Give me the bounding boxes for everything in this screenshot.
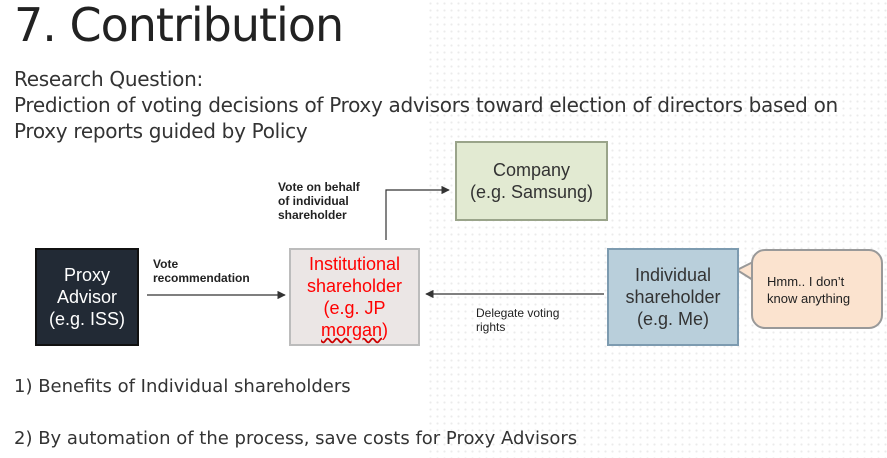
- proxy-advisor-line3: (e.g. ISS): [48, 309, 126, 329]
- edge-label-vote-on-behalf-line1: Vote on behalf: [278, 180, 360, 194]
- speech-bubble: Hmm.. I don’t know anything: [751, 249, 883, 329]
- institutional-shareholder-node: Institutional shareholder (e.g. JP morga…: [289, 248, 420, 346]
- speech-bubble-line1: Hmm.. I don’t: [767, 274, 845, 289]
- individual-line1: Individual: [634, 265, 712, 285]
- edge-label-vote-recommendation: Vote recommendation: [153, 257, 250, 285]
- speech-bubble-line2: know anything: [767, 291, 851, 306]
- company-line1: Company: [492, 160, 571, 180]
- company-node: Company (e.g. Samsung): [455, 141, 608, 221]
- institutional-line2: shareholder: [306, 276, 403, 296]
- proxy-advisor-line1: Proxy: [63, 265, 110, 285]
- proxy-advisor-node: Proxy Advisor (e.g. ISS): [35, 248, 139, 346]
- edge-label-vote-on-behalf-line2: of individual: [278, 194, 349, 208]
- individual-line3: (e.g. Me): [636, 309, 710, 329]
- institutional-line3: (e.g. JP: [323, 298, 386, 318]
- institutional-line4: morgan): [307, 319, 402, 341]
- research-question-label: Research Question:: [14, 67, 203, 91]
- edge-label-delegate-voting-line2: rights: [476, 320, 506, 334]
- institutional-line4-close: ): [382, 320, 389, 340]
- slide-title: 7. Contribution: [14, 0, 344, 52]
- research-question-line1: Prediction of voting decisions of Proxy …: [14, 93, 838, 117]
- edge-label-delegate-voting-line1: Delegate voting: [476, 306, 560, 320]
- edge-label-vote-on-behalf-line3: shareholder: [278, 208, 347, 222]
- bullet-1: 1) Benefits of Individual shareholders: [14, 376, 351, 397]
- bullet-2: 2) By automation of the process, save co…: [14, 428, 578, 449]
- individual-shareholder-node: Individual shareholder (e.g. Me): [607, 248, 739, 346]
- edge-label-vote-recommendation-line1: Vote: [153, 257, 179, 271]
- research-question-line2: Proxy reports guided by Policy: [14, 119, 308, 143]
- edge-label-vote-recommendation-line2: recommendation: [153, 271, 250, 285]
- institutional-line4-word: morgan: [320, 320, 383, 340]
- edge-label-delegate-voting: Delegate voting rights: [476, 306, 559, 334]
- arrow-vote-on-behalf: [385, 185, 450, 240]
- proxy-advisor-line2: Advisor: [56, 287, 118, 307]
- company-line2: (e.g. Samsung): [469, 182, 594, 202]
- institutional-line1: Institutional: [308, 254, 401, 274]
- edge-label-vote-on-behalf: Vote on behalf of individual shareholder: [278, 180, 360, 222]
- dotted-background: [427, 0, 887, 458]
- individual-line2: shareholder: [625, 287, 721, 307]
- research-question: Research Question: Prediction of voting …: [14, 66, 838, 144]
